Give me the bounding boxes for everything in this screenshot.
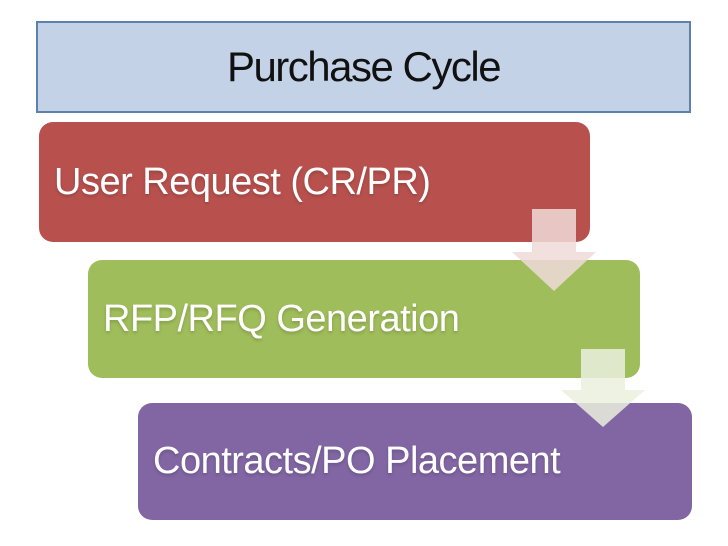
title-box: Purchase Cycle (36, 21, 691, 113)
diagram-node-label: RFP/RFQ Generation (103, 297, 460, 340)
diagram-node-label: Contracts/PO Placement (153, 440, 561, 482)
diagram-node-user-request: User Request (CR/PR) (39, 122, 590, 242)
diagram-node-label: User Request (CR/PR) (54, 160, 431, 203)
diagram-node-rfp-rfq: RFP/RFQ Generation (88, 260, 640, 378)
diagram-node-contracts-po: Contracts/PO Placement (138, 403, 692, 520)
page-title: Purchase Cycle (226, 43, 502, 90)
